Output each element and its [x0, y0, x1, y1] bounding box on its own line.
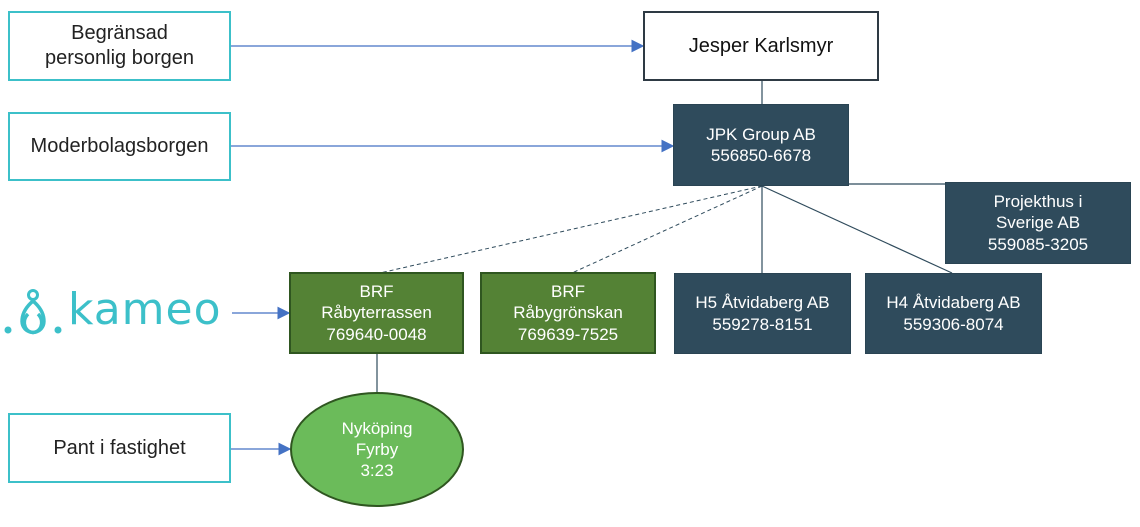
h4-atvidaberg-box: H4 Åtvidaberg AB 559306-8074: [865, 273, 1042, 354]
brf2-line2: Råbygrönskan: [513, 303, 623, 323]
projekthus-name-line1: Projekthus i: [993, 192, 1083, 212]
brf-rabyterrassen-box: BRF Råbyterrassen 769640-0048: [289, 272, 464, 354]
brf2-org: 769639-7525: [517, 324, 619, 344]
brf1-line2: Råbyterrassen: [321, 303, 432, 323]
brf2-line1: BRF: [551, 282, 585, 302]
personal-guarantee-line2: personlig borgen: [45, 47, 194, 69]
property-line2: Fyrby: [355, 439, 399, 459]
h4-name: H4 Åtvidaberg AB: [886, 293, 1021, 313]
property-id: 3:23: [360, 461, 394, 481]
personal-guarantee-box: Begränsad personlig borgen: [8, 11, 231, 81]
jpk-org: 556850-6678: [710, 146, 812, 165]
jpk-name: JPK Group AB: [706, 124, 816, 144]
brf-rabygronskan-box: BRF Råbygrönskan 769639-7525: [480, 272, 656, 354]
line-jpk-brf1: [379, 185, 763, 274]
person-name: Jesper Karlsmyr: [688, 34, 834, 57]
pledge-box: Pant i fastighet: [8, 413, 231, 483]
projekthus-box: Projekthus i Sverige AB 559085-3205: [945, 182, 1131, 264]
projekthus-name-line2: Sverige AB: [995, 213, 1081, 233]
property-line1: Nyköping: [341, 418, 413, 438]
brf1-org: 769640-0048: [326, 324, 427, 344]
kameo-logo-icon: [4, 289, 62, 335]
brf1-line1: BRF: [359, 282, 394, 302]
projekthus-org: 559085-3205: [987, 234, 1089, 254]
h5-atvidaberg-box: H5 Åtvidaberg AB 559278-8151: [674, 273, 851, 354]
h4-org: 559306-8074: [903, 314, 1004, 334]
personal-guarantee-line1: Begränsad: [71, 22, 168, 44]
h5-name: H5 Åtvidaberg AB: [695, 293, 830, 313]
property-oval: Nyköping Fyrby 3:23: [290, 392, 464, 507]
jpk-group-box: JPK Group AB 556850-6678: [673, 104, 849, 186]
line-jpk-brf2: [571, 185, 763, 274]
parent-guarantee-box: Moderbolagsborgen: [8, 112, 231, 181]
parent-guarantee-label: Moderbolagsborgen: [30, 135, 209, 157]
line-jpk-h4: [761, 185, 953, 274]
kameo-logo-word: kameo: [68, 284, 222, 335]
person-box: Jesper Karlsmyr: [643, 11, 879, 81]
h5-org: 559278-8151: [712, 314, 813, 334]
pledge-label: Pant i fastighet: [53, 436, 186, 459]
